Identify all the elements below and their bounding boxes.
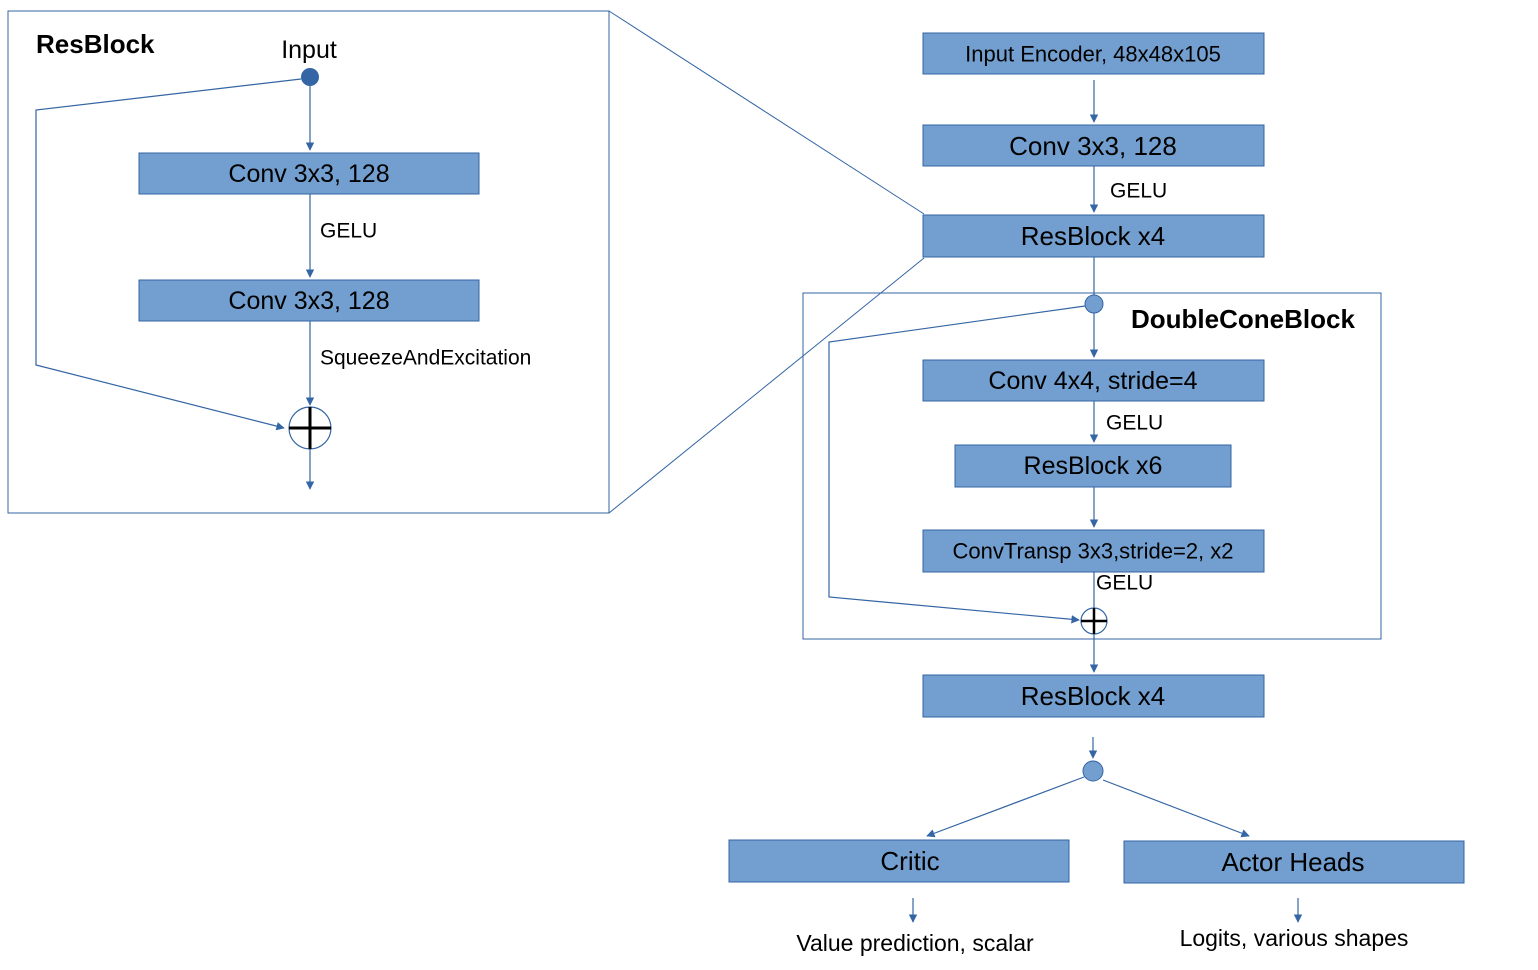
zoom-line-top	[608, 10, 925, 215]
critic-label: Critic	[880, 846, 939, 876]
actor-output-label: Logits, various shapes	[1180, 925, 1409, 951]
resblock-add-node	[288, 406, 332, 450]
double-cone-skip-connection	[828, 305, 1086, 624]
resblock-panel-title: ResBlock	[36, 29, 155, 59]
double-cone-add-node	[1080, 607, 1108, 635]
resblock-panel: ResBlock Input Conv 3x3, 128 GELU Conv 3…	[7, 10, 610, 514]
actor-heads-box: Actor Heads	[1123, 840, 1465, 884]
resblock-act1-label: GELU	[320, 220, 377, 243]
resblock-conv2-box: Conv 3x3, 128	[138, 279, 480, 322]
resblock-conv2-label: Conv 3x3, 128	[228, 287, 389, 315]
conv-up-box: ConvTransp 3x3,stride=2, x2	[922, 529, 1265, 573]
resblock-skip-connection	[35, 78, 302, 431]
double-cone-frame	[802, 292, 1382, 640]
critic-box: Critic	[728, 839, 1070, 883]
zoom-line-bottom	[608, 257, 925, 514]
conv-down-act-label: GELU	[1106, 412, 1163, 435]
double-cone-title: DoubleConeBlock	[1131, 304, 1355, 334]
resblock-bottom-box: ResBlock x4	[922, 674, 1265, 718]
resblock-mid-box: ResBlock x6	[954, 444, 1232, 488]
resblock-top-box: ResBlock x4	[922, 214, 1265, 258]
arrow-split-actor	[1102, 779, 1250, 838]
stem-act-label: GELU	[1110, 180, 1167, 203]
resblock-bottom-label: ResBlock x4	[1021, 681, 1166, 711]
stem-conv-box: Conv 3x3, 128	[922, 124, 1265, 167]
resblock-panel-frame	[7, 10, 610, 514]
resblock-top-label: ResBlock x4	[1021, 221, 1166, 251]
resblock-mid-label: ResBlock x6	[1024, 452, 1163, 480]
heads-split-node	[1082, 760, 1104, 782]
stem-conv-label: Conv 3x3, 128	[1009, 131, 1177, 161]
conv-up-act-label: GELU	[1096, 572, 1153, 595]
resblock-conv1-label: Conv 3x3, 128	[228, 160, 389, 188]
conv-up-label: ConvTransp 3x3,stride=2, x2	[952, 539, 1233, 564]
conv-down-box: Conv 4x4, stride=4	[922, 359, 1265, 402]
critic-output-label: Value prediction, scalar	[796, 930, 1034, 956]
double-cone-block: DoubleConeBlock Conv 4x4, stride=4 GELU …	[802, 292, 1382, 640]
input-encoder-box: Input Encoder, 48x48x105	[922, 32, 1265, 75]
resblock-act2-label: SqueezeAndExcitation	[320, 347, 531, 370]
arrow-split-critic	[926, 776, 1085, 838]
input-label: Input	[281, 36, 337, 64]
input-node	[301, 68, 319, 86]
double-cone-split-node	[1084, 294, 1104, 314]
input-encoder-label: Input Encoder, 48x48x105	[965, 42, 1221, 67]
actor-heads-label: Actor Heads	[1221, 847, 1364, 877]
resblock-conv1-box: Conv 3x3, 128	[138, 152, 480, 195]
conv-down-label: Conv 4x4, stride=4	[988, 367, 1197, 395]
